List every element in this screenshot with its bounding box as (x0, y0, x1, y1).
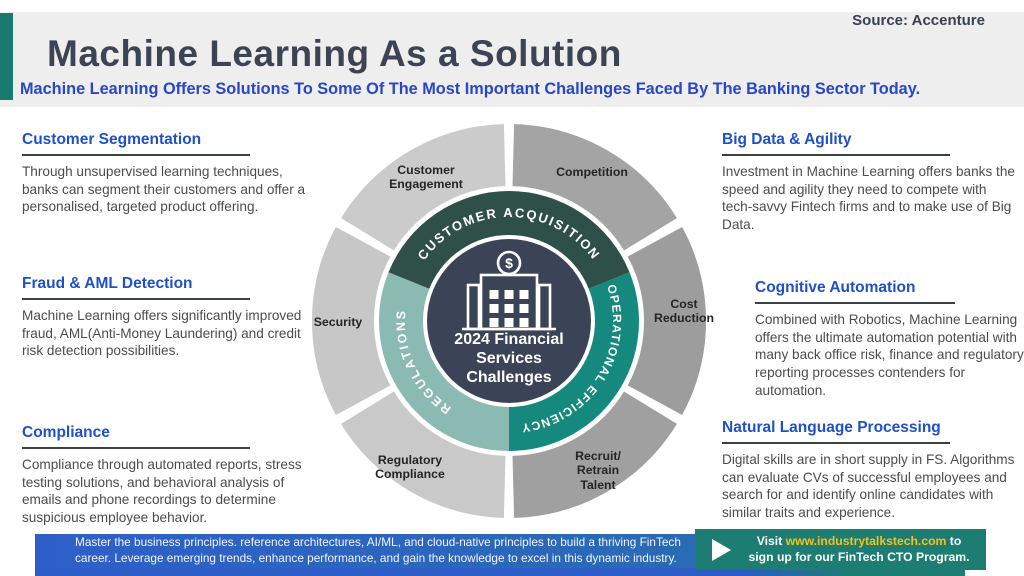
segment-cost-reduction (627, 227, 706, 415)
page-title: Machine Learning As a Solution (47, 33, 622, 74)
play-icon (712, 538, 731, 561)
footer-cta-text: Visit www.industrytalkstech.com to sign … (740, 534, 978, 566)
segment-label-competition: Competition (556, 165, 628, 179)
section-body: Combined with Robotics, Machine Learning… (755, 312, 1024, 398)
header-background (0, 12, 1024, 107)
section-heading: Customer Segmentation (22, 131, 202, 148)
heading-underline (722, 442, 950, 444)
section-heading: Cognitive Automation (755, 279, 916, 296)
footer-promo-text: Master the business principles. referenc… (75, 535, 681, 565)
footer-cta-banner: Visit www.industrytalkstech.com to sign … (695, 529, 986, 570)
arc-regulations (379, 272, 510, 451)
heading-underline (22, 154, 250, 156)
source-attribution: Source: Accenture (852, 12, 985, 29)
arc-customer-acquisition (388, 191, 630, 290)
segment-competition (511, 124, 677, 252)
segment-customer-engagement (341, 124, 507, 252)
heading-underline (22, 447, 250, 449)
arc-operational-efficiency (508, 272, 639, 451)
footer-bottom-strip (35, 568, 965, 576)
center-title: 2024 Financial Services Challenges (454, 331, 564, 386)
section-body: Through unsupervised learning techniques… (22, 164, 306, 215)
section-heading: Big Data & Agility (722, 131, 852, 148)
website-link[interactable]: www.industrytalkstech.com (785, 533, 947, 548)
info-block-fraud-aml-detection: Fraud & AML Detection Machine Learning o… (22, 275, 320, 360)
info-block-customer-segmentation: Customer Segmentation Through unsupervis… (22, 131, 320, 216)
visit-suffix: to sign up for our FinTech CTO Program. (748, 533, 970, 564)
wheel-svg: CUSTOMER ACQUISITION OPERATIONAL EFFICIE… (312, 124, 706, 518)
segment-recruit-retrain-talent (511, 390, 677, 518)
bank-building-dollar-icon: $ (462, 250, 556, 331)
page-subtitle: Machine Learning Offers Solutions To Som… (20, 80, 921, 98)
section-body: Investment in Machine Learning offers ba… (722, 164, 1015, 233)
info-block-natural-language-processing: Natural Language Processing Digital skil… (722, 419, 1020, 522)
info-block-compliance: Compliance Compliance through automated … (22, 424, 322, 527)
heading-underline (22, 298, 250, 300)
segment-security (312, 227, 391, 415)
segment-label-regulatory-compliance: Regulatory Compliance (375, 453, 445, 482)
footer-promo-banner: Master the business principles. referenc… (35, 534, 695, 568)
section-heading: Natural Language Processing (722, 419, 941, 436)
section-body: Machine Learning offers significantly im… (22, 308, 302, 359)
heading-underline (755, 302, 955, 304)
dollar-sign: $ (505, 255, 513, 271)
section-heading: Fraud & AML Detection (22, 275, 193, 292)
info-block-big-data-agility: Big Data & Agility Investment in Machine… (722, 131, 1017, 234)
heading-underline (722, 154, 950, 156)
header-accent-bar (0, 13, 13, 100)
section-body: Compliance through automated reports, st… (22, 457, 302, 526)
segment-regulatory-compliance (341, 390, 507, 518)
visit-prefix: Visit (756, 533, 786, 548)
info-block-cognitive-automation: Cognitive Automation Combined with Robot… (755, 279, 1024, 399)
section-heading: Compliance (22, 424, 110, 441)
segment-label-customer-engagement: Customer Engagement (389, 163, 463, 192)
segment-label-recruit-retrain: Recruit/ Retrain Talent (575, 449, 621, 492)
section-body: Digital skills are in short supply in FS… (722, 452, 1015, 521)
challenges-wheel-diagram: CUSTOMER ACQUISITION OPERATIONAL EFFICIE… (309, 121, 714, 521)
segment-label-security: Security (313, 315, 363, 329)
segment-label-cost-reduction: Cost Reduction (653, 297, 715, 326)
